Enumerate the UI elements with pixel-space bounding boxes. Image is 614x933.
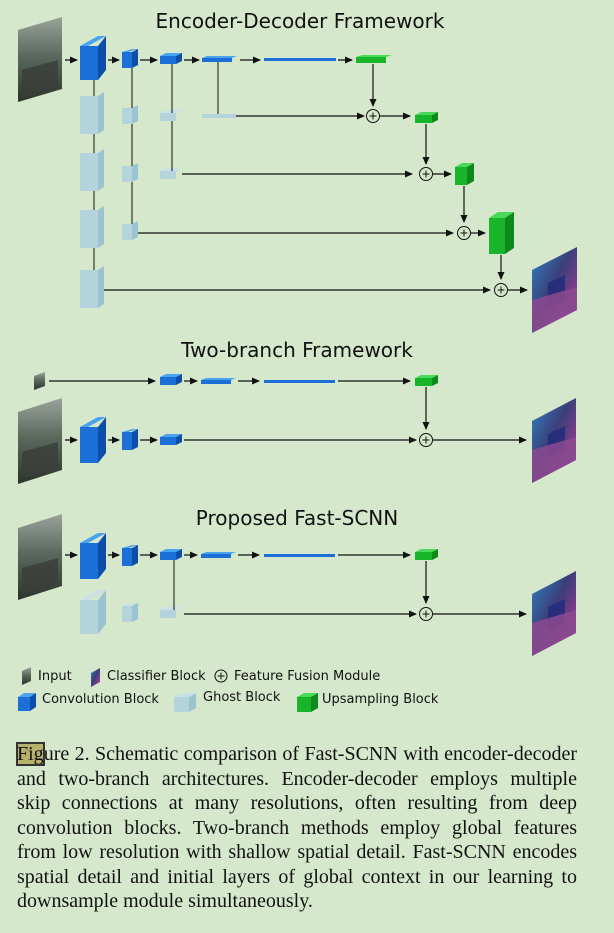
upsampling-block xyxy=(415,549,438,560)
legend-fusion-label: Feature Fusion Module xyxy=(234,669,380,684)
convolution-block xyxy=(202,56,237,62)
ghost-block xyxy=(160,607,182,618)
fusion-node xyxy=(419,433,433,447)
fast-scnn-diagram xyxy=(18,514,576,656)
legend-input-label: Input xyxy=(38,669,72,684)
segmentation-output xyxy=(532,571,576,656)
title-fast-scnn: Proposed Fast-SCNN xyxy=(196,506,398,530)
segmentation-output xyxy=(532,247,577,333)
legend-convolution-label: Convolution Block xyxy=(42,692,159,707)
legend-ghost-icon xyxy=(174,693,196,712)
title-encoder-decoder: Encoder-Decoder Framework xyxy=(156,9,445,33)
fusion-node xyxy=(366,109,380,123)
fusion-node xyxy=(419,607,433,621)
convolution-block xyxy=(264,380,335,383)
convolution-block xyxy=(160,374,182,385)
ghost-block xyxy=(122,221,138,240)
convolution-block xyxy=(80,36,106,80)
upsampling-block xyxy=(415,375,438,386)
input-image xyxy=(18,17,62,102)
ghost-block xyxy=(80,149,104,191)
convolution-block xyxy=(201,378,236,384)
figure-caption: Figure 2. Schematic comparison of Fast-S… xyxy=(16,742,577,914)
ghost-block xyxy=(122,163,138,182)
convolution-block xyxy=(80,417,106,463)
caption-highlight: Fig xyxy=(16,742,45,766)
architecture-diagram: Encoder-Decoder Framework Two-branch Fra… xyxy=(18,9,577,712)
upsampling-block xyxy=(356,55,392,63)
input-image-small xyxy=(34,372,45,390)
segmentation-output xyxy=(532,398,576,483)
legend-input-icon xyxy=(22,667,31,685)
ghost-block xyxy=(80,266,104,308)
upsampling-block xyxy=(455,163,474,185)
legend: Input Classifier Block Feature Fusion Mo… xyxy=(18,667,439,712)
convolution-block xyxy=(201,552,236,558)
convolution-block xyxy=(160,549,182,560)
ghost-block xyxy=(80,590,106,634)
convolution-block xyxy=(264,554,335,557)
legend-convolution-icon xyxy=(18,693,36,711)
convolution-block xyxy=(160,434,182,445)
ghost-block xyxy=(80,206,104,248)
title-two-branch: Two-branch Framework xyxy=(180,338,413,362)
convolution-block xyxy=(122,545,138,566)
encoder-decoder-diagram xyxy=(18,17,577,333)
caption-text: ure 2. Schematic comparison of Fast-SCNN… xyxy=(17,743,577,912)
legend-classifier-icon xyxy=(91,668,100,687)
legend-upsampling-icon xyxy=(297,693,318,712)
upsampling-block xyxy=(489,212,514,254)
upsampling-block xyxy=(415,112,438,123)
input-image xyxy=(18,514,62,600)
fusion-node xyxy=(419,167,433,181)
ghost-block xyxy=(160,110,182,121)
convolution-block xyxy=(160,53,182,64)
legend-ghost-label: Ghost Block xyxy=(203,690,281,705)
ghost-block xyxy=(80,92,104,134)
fusion-node xyxy=(457,226,471,240)
legend-classifier-label: Classifier Block xyxy=(107,669,206,684)
ghost-block xyxy=(122,105,138,124)
ghost-block xyxy=(122,603,138,622)
ghost-block xyxy=(202,114,236,118)
ghost-block xyxy=(160,168,182,179)
two-branch-diagram xyxy=(18,372,576,484)
fusion-node xyxy=(494,283,508,297)
input-image xyxy=(18,398,62,484)
convolution-block xyxy=(264,58,336,61)
convolution-block xyxy=(122,49,138,68)
legend-upsampling-label: Upsampling Block xyxy=(322,692,439,707)
convolution-block xyxy=(80,533,106,579)
convolution-block xyxy=(122,429,138,450)
legend-fusion-icon xyxy=(214,669,228,683)
